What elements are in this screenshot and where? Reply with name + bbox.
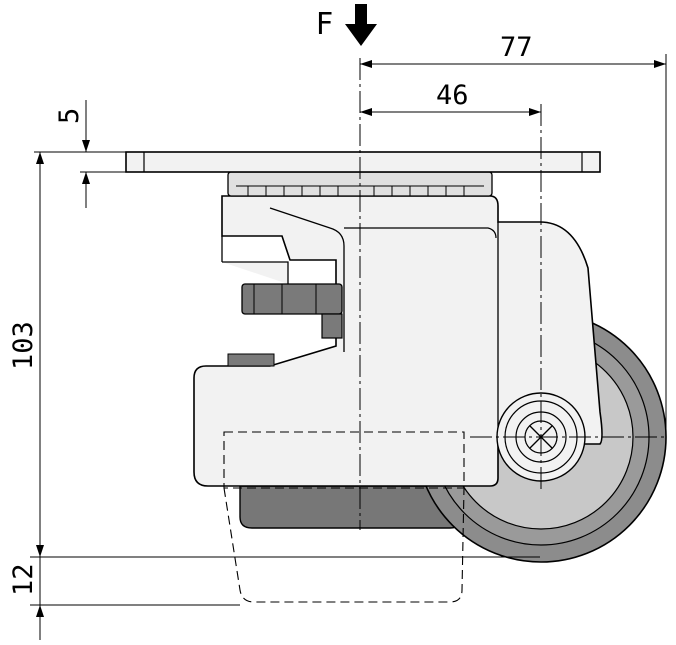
housing-groove-right bbox=[344, 227, 497, 239]
dimension-height-adjust: 12 bbox=[8, 557, 240, 640]
dimension-plate-thickness: 5 bbox=[34, 100, 126, 208]
caster-housing bbox=[193, 195, 603, 487]
dimension-12-label: 12 bbox=[8, 563, 39, 596]
dimension-5-label: 5 bbox=[54, 108, 85, 124]
force-arrow-icon bbox=[345, 4, 377, 46]
dimension-offset-total: 77 bbox=[360, 32, 667, 440]
dimension-offset-axle: 46 bbox=[360, 80, 541, 116]
force-indicator: F bbox=[316, 4, 377, 46]
top-mounting-plate bbox=[125, 151, 601, 173]
extended-foot-phantom bbox=[223, 431, 465, 603]
housing-step-lower bbox=[222, 261, 289, 284]
dimension-103-label: 103 bbox=[8, 321, 39, 370]
center-lines bbox=[359, 58, 666, 530]
adjustment-nut bbox=[227, 283, 343, 367]
dimension-height-total: 103 bbox=[8, 152, 540, 558]
dimension-46-label: 46 bbox=[436, 80, 469, 111]
housing-groove bbox=[269, 207, 345, 352]
dimension-77-label: 77 bbox=[500, 32, 533, 63]
force-label: F bbox=[316, 7, 333, 42]
